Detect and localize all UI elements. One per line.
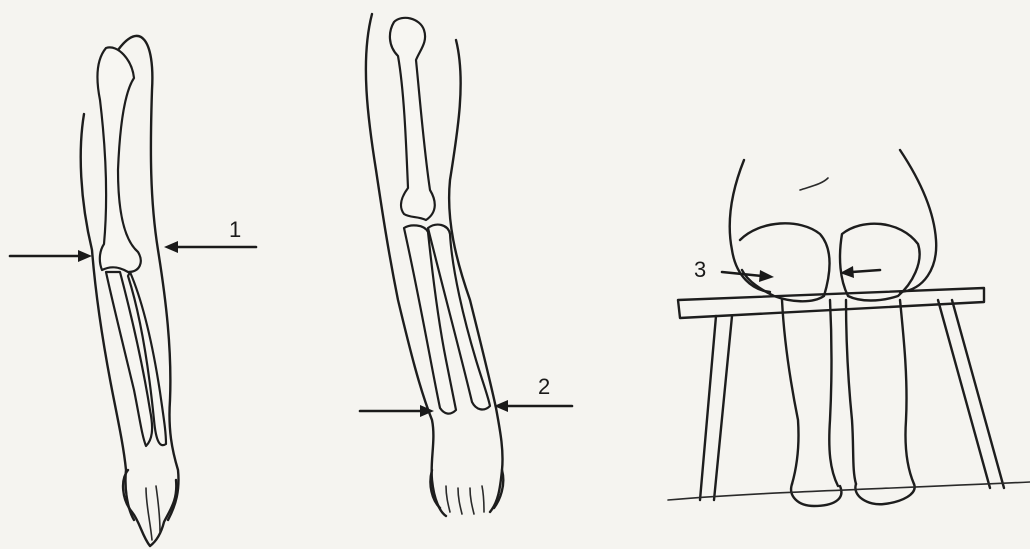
knee-right-arrow [840,266,880,278]
arm-outline-right [118,36,179,520]
hand-fingers [146,486,160,540]
lap-detail [800,178,828,190]
hand-fingers [446,486,484,514]
elbow-left-arrow [10,250,92,262]
stool-leg-left-2 [714,316,732,500]
hand-outline [123,470,176,546]
arm-wrist-figure [366,14,503,516]
wrist-label: 2 [538,376,550,398]
wrist-right-arrow [494,400,572,412]
radius-bone [106,272,152,446]
knee-left-arrow [722,270,774,282]
stool-leg-right-1 [938,300,990,488]
elbow-label: 1 [229,219,241,241]
right-thigh-outline [900,150,936,292]
left-shin-outline [782,300,838,486]
humerus-bone [98,47,141,272]
left-knee-outline [740,223,830,301]
arm-elbow-figure [81,36,179,546]
stool-leg-right-2 [952,300,1004,488]
knee-label: 3 [694,259,706,281]
wrist-left-arrow [360,405,434,417]
left-foot [791,484,841,506]
seated-legs-figure [668,150,1030,506]
right-shin-outline [846,300,914,484]
stool-leg-left-1 [700,316,716,500]
elbow-right-arrow [164,241,256,253]
humerus-bone [390,18,435,220]
hand-outline [430,470,503,508]
arm-outline-right [449,40,502,512]
right-knee-outline [840,224,920,301]
floor-line [668,482,1030,500]
